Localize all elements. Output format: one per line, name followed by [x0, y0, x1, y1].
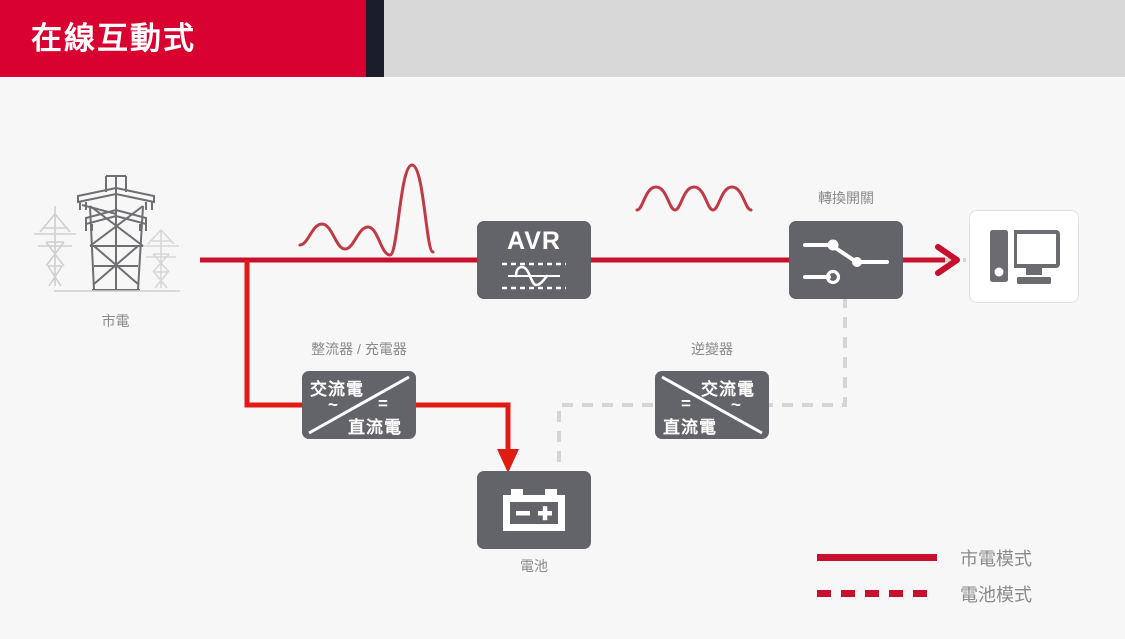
inverter-caption: 逆變器 [691, 341, 733, 357]
charge-path-to-battery [416, 402, 511, 463]
inverter-dc-symbol: = [681, 394, 691, 413]
rectifier-ac-symbol: ~ [328, 395, 338, 414]
inverter-ac-symbol: ~ [731, 395, 741, 414]
transfer-switch-icon [803, 239, 889, 285]
sine-wave-regulation-icon [502, 262, 566, 290]
utility-branch-to-rectifier [244, 260, 302, 408]
page-title: 在線互動式 [31, 21, 196, 56]
power-transmission-tower-icon [34, 175, 180, 292]
load-device-box[interactable] [969, 210, 1079, 303]
header-accent-bar [366, 0, 384, 77]
rectifier-caption: 整流器 / 充電器 [311, 341, 407, 357]
utility-caption: 市電 [101, 313, 130, 329]
legend: 市電模式 電池模式 [817, 543, 1057, 609]
legend-item-utility-mode: 市電模式 [817, 543, 1057, 573]
legend-item-battery-mode: 電池模式 [817, 579, 1057, 609]
clean-output-waveform [635, 185, 753, 212]
transfer-switch-block[interactable] [789, 221, 903, 299]
distorted-input-waveform [298, 163, 435, 257]
rectifier-block[interactable]: 交流電 ~ = 直流電 [302, 371, 416, 439]
charge-arrowhead [497, 449, 519, 473]
inverter-diagonal-icon [661, 375, 763, 435]
battery-icon [503, 489, 565, 531]
legend-dashed-line-swatch [817, 590, 937, 597]
battery-caption: 電池 [520, 558, 548, 574]
header-gray-band [384, 0, 1125, 77]
inverter-ac-label: 交流電 [701, 380, 755, 399]
rectifier-dc-label: 直流電 [348, 418, 402, 437]
desktop-computer-icon [990, 230, 1060, 284]
legend-utility-mode-label: 市電模式 [960, 549, 1032, 569]
inverter-dc-label: 直流電 [663, 418, 717, 437]
rectifier-diagonal-icon [308, 375, 410, 435]
header-red-band [0, 0, 366, 77]
rectifier-ac-label: 交流電 [310, 380, 364, 399]
battery-block[interactable] [477, 471, 591, 549]
avr-label: AVR [507, 227, 561, 255]
rectifier-dc-symbol: = [378, 394, 388, 413]
legend-battery-mode-label: 電池模式 [960, 585, 1032, 605]
utility-output-arrowhead [935, 244, 960, 276]
ups-topology-diagram: 市電 AVR 轉換開關 整流器 / 充電器 交流電 ~ = 直流電 [0, 77, 1125, 639]
avr-block[interactable]: AVR [477, 221, 591, 299]
legend-solid-line-swatch [817, 554, 937, 561]
transfer-switch-caption: 轉換開關 [818, 190, 874, 206]
header-bar: 在線互動式 [0, 0, 1125, 77]
inverter-block[interactable]: 交流電 ~ = 直流電 [655, 371, 769, 439]
